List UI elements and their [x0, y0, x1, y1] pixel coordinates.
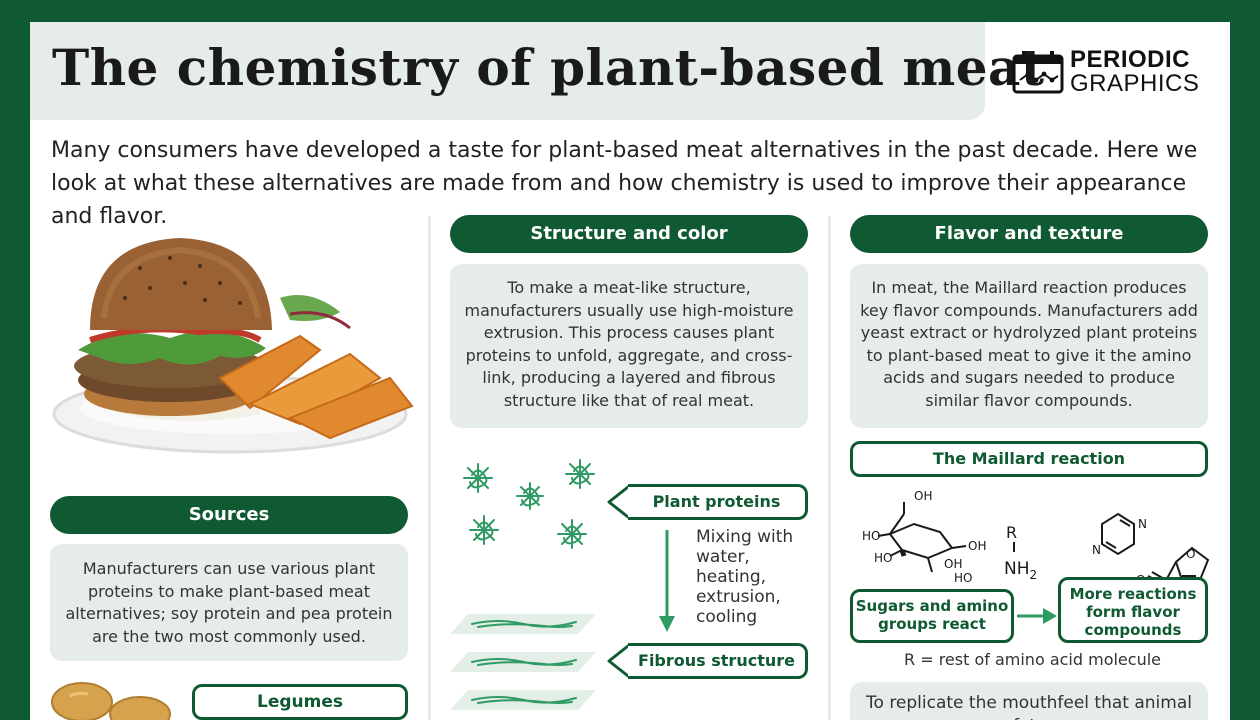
- flavor-heading: Flavor and texture: [850, 215, 1208, 253]
- chem-r: R: [1006, 523, 1017, 542]
- down-arrow-icon: [659, 530, 675, 632]
- fibrous-layers: [450, 614, 596, 710]
- chem-nh2: NH2: [1004, 559, 1037, 582]
- process-note: Mixing with water, heating, extrusion, c…: [696, 527, 794, 627]
- title-band: The chemistry of plant-based meat: [30, 22, 1044, 120]
- chem-ho-bottom: HO: [954, 571, 972, 585]
- veggie-burger-illustration: [52, 238, 414, 454]
- legumes-illustration: [51, 682, 171, 720]
- mouthfeel-text: To replicate the mouthfeel that animal f…: [850, 682, 1208, 720]
- legumes-label: Legumes: [192, 684, 408, 720]
- chem-n-top: N: [1138, 517, 1147, 531]
- maillard-reaction-label: The Maillard reaction: [850, 441, 1208, 477]
- logo-line-graphics: GRAPHICS: [1070, 70, 1200, 97]
- structure-text: To make a meat-like structure, manufactu…: [450, 264, 808, 428]
- chem-n-bottom: N: [1092, 543, 1101, 557]
- maillard-step1: Sugars and amino groups react: [850, 589, 1014, 643]
- chem-ho-left: HO: [862, 529, 880, 543]
- chem-o-ring: O: [1186, 547, 1195, 561]
- r-note: R = rest of amino acid molecule: [904, 650, 1161, 669]
- column-divider-right: [828, 216, 831, 720]
- flavor-text: In meat, the Maillard reaction produces …: [850, 264, 1208, 428]
- maillard-reactants-structures: OH HO HO OH HO OH R NH2 N N O O: [862, 489, 1210, 587]
- structure-heading: Structure and color: [450, 215, 808, 253]
- calendar-molecule-icon: [1012, 51, 1064, 94]
- fibrous-structure-label: Fibrous structure: [628, 643, 808, 679]
- periodic-graphics-logo: PERIODIC GRAPHICS: [1012, 46, 1212, 98]
- chem-oh-top: OH: [914, 489, 932, 503]
- plant-proteins-label: Plant proteins: [628, 484, 808, 520]
- maillard-step2: More reactions form flavor compounds: [1058, 577, 1208, 643]
- right-arrow-icon: [1017, 608, 1057, 624]
- column-divider-left: [428, 216, 431, 720]
- chem-oh-right: OH: [968, 539, 986, 553]
- chem-ho-lower: HO: [874, 551, 892, 565]
- chem-oh-bottom: OH: [944, 557, 962, 571]
- sources-text: Manufacturers can use various plant prot…: [50, 544, 408, 661]
- logo-line-periodic: PERIODIC: [1070, 46, 1191, 73]
- plant-protein-clusters: [463, 459, 595, 549]
- infographic-sheet: The chemistry of plant-based meat PERIOD…: [30, 22, 1230, 720]
- intro-text: Many consumers have developed a taste fo…: [51, 138, 1198, 229]
- sources-heading: Sources: [50, 496, 408, 534]
- page-title: The chemistry of plant-based meat: [52, 38, 1045, 97]
